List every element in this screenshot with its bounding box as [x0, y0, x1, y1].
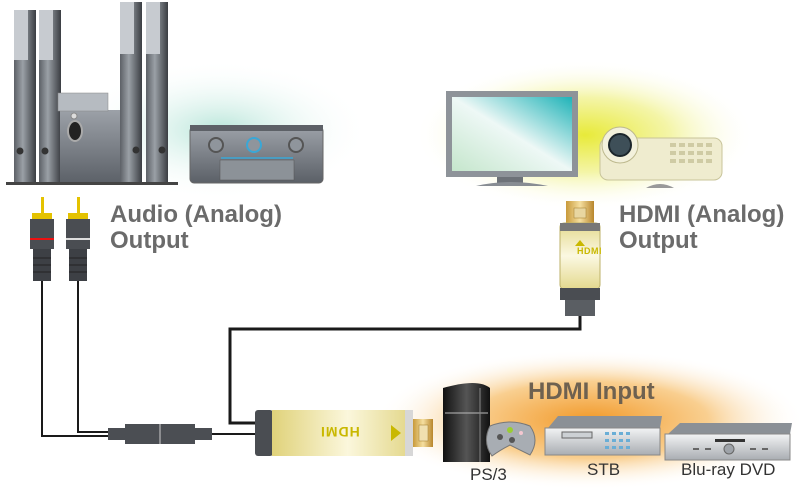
rca-plug-white: [66, 197, 90, 281]
tower-speaker: [14, 10, 36, 184]
ps3-label: PS/3: [470, 465, 507, 484]
ps3-console: [443, 383, 490, 462]
subwoofer: [57, 92, 120, 184]
tower-speaker: [39, 10, 61, 184]
tower-speaker: [146, 2, 168, 184]
hdmi-plug: [559, 201, 601, 316]
audio-output-title-line1: Audio (Analog): [110, 201, 282, 228]
home-theater-speakers: [6, 2, 178, 185]
stb-device: [544, 416, 662, 456]
hdmi-output-title-line1: HDMI (Analog): [619, 201, 785, 228]
dongle-logo: HDMI: [320, 424, 360, 440]
projector: [599, 126, 723, 188]
hdmi-plug-logo: HDMI: [577, 246, 602, 256]
bluray-player: [664, 423, 792, 461]
hdmi-output-label: HDMI (Analog) Output: [619, 202, 784, 254]
monitor: [446, 91, 578, 186]
hdmi-cable: [228, 316, 582, 425]
hdmi-dongle: [255, 410, 433, 456]
bluray-label: Blu-ray DVD: [681, 460, 776, 479]
audio-cable: [41, 281, 255, 437]
gamepad: [486, 421, 536, 457]
av-receiver: [189, 125, 324, 184]
audio-output-label: Audio (Analog) Output: [110, 202, 282, 254]
cable-splitter: [108, 424, 212, 444]
rca-plug-red: [30, 197, 54, 281]
audio-output-title-line2: Output: [110, 227, 189, 254]
stb-label: STB: [587, 460, 621, 479]
hdmi-input-label: HDMI Input: [528, 378, 655, 405]
hdmi-output-title-line2: Output: [619, 227, 698, 254]
tower-speaker: [120, 2, 142, 184]
